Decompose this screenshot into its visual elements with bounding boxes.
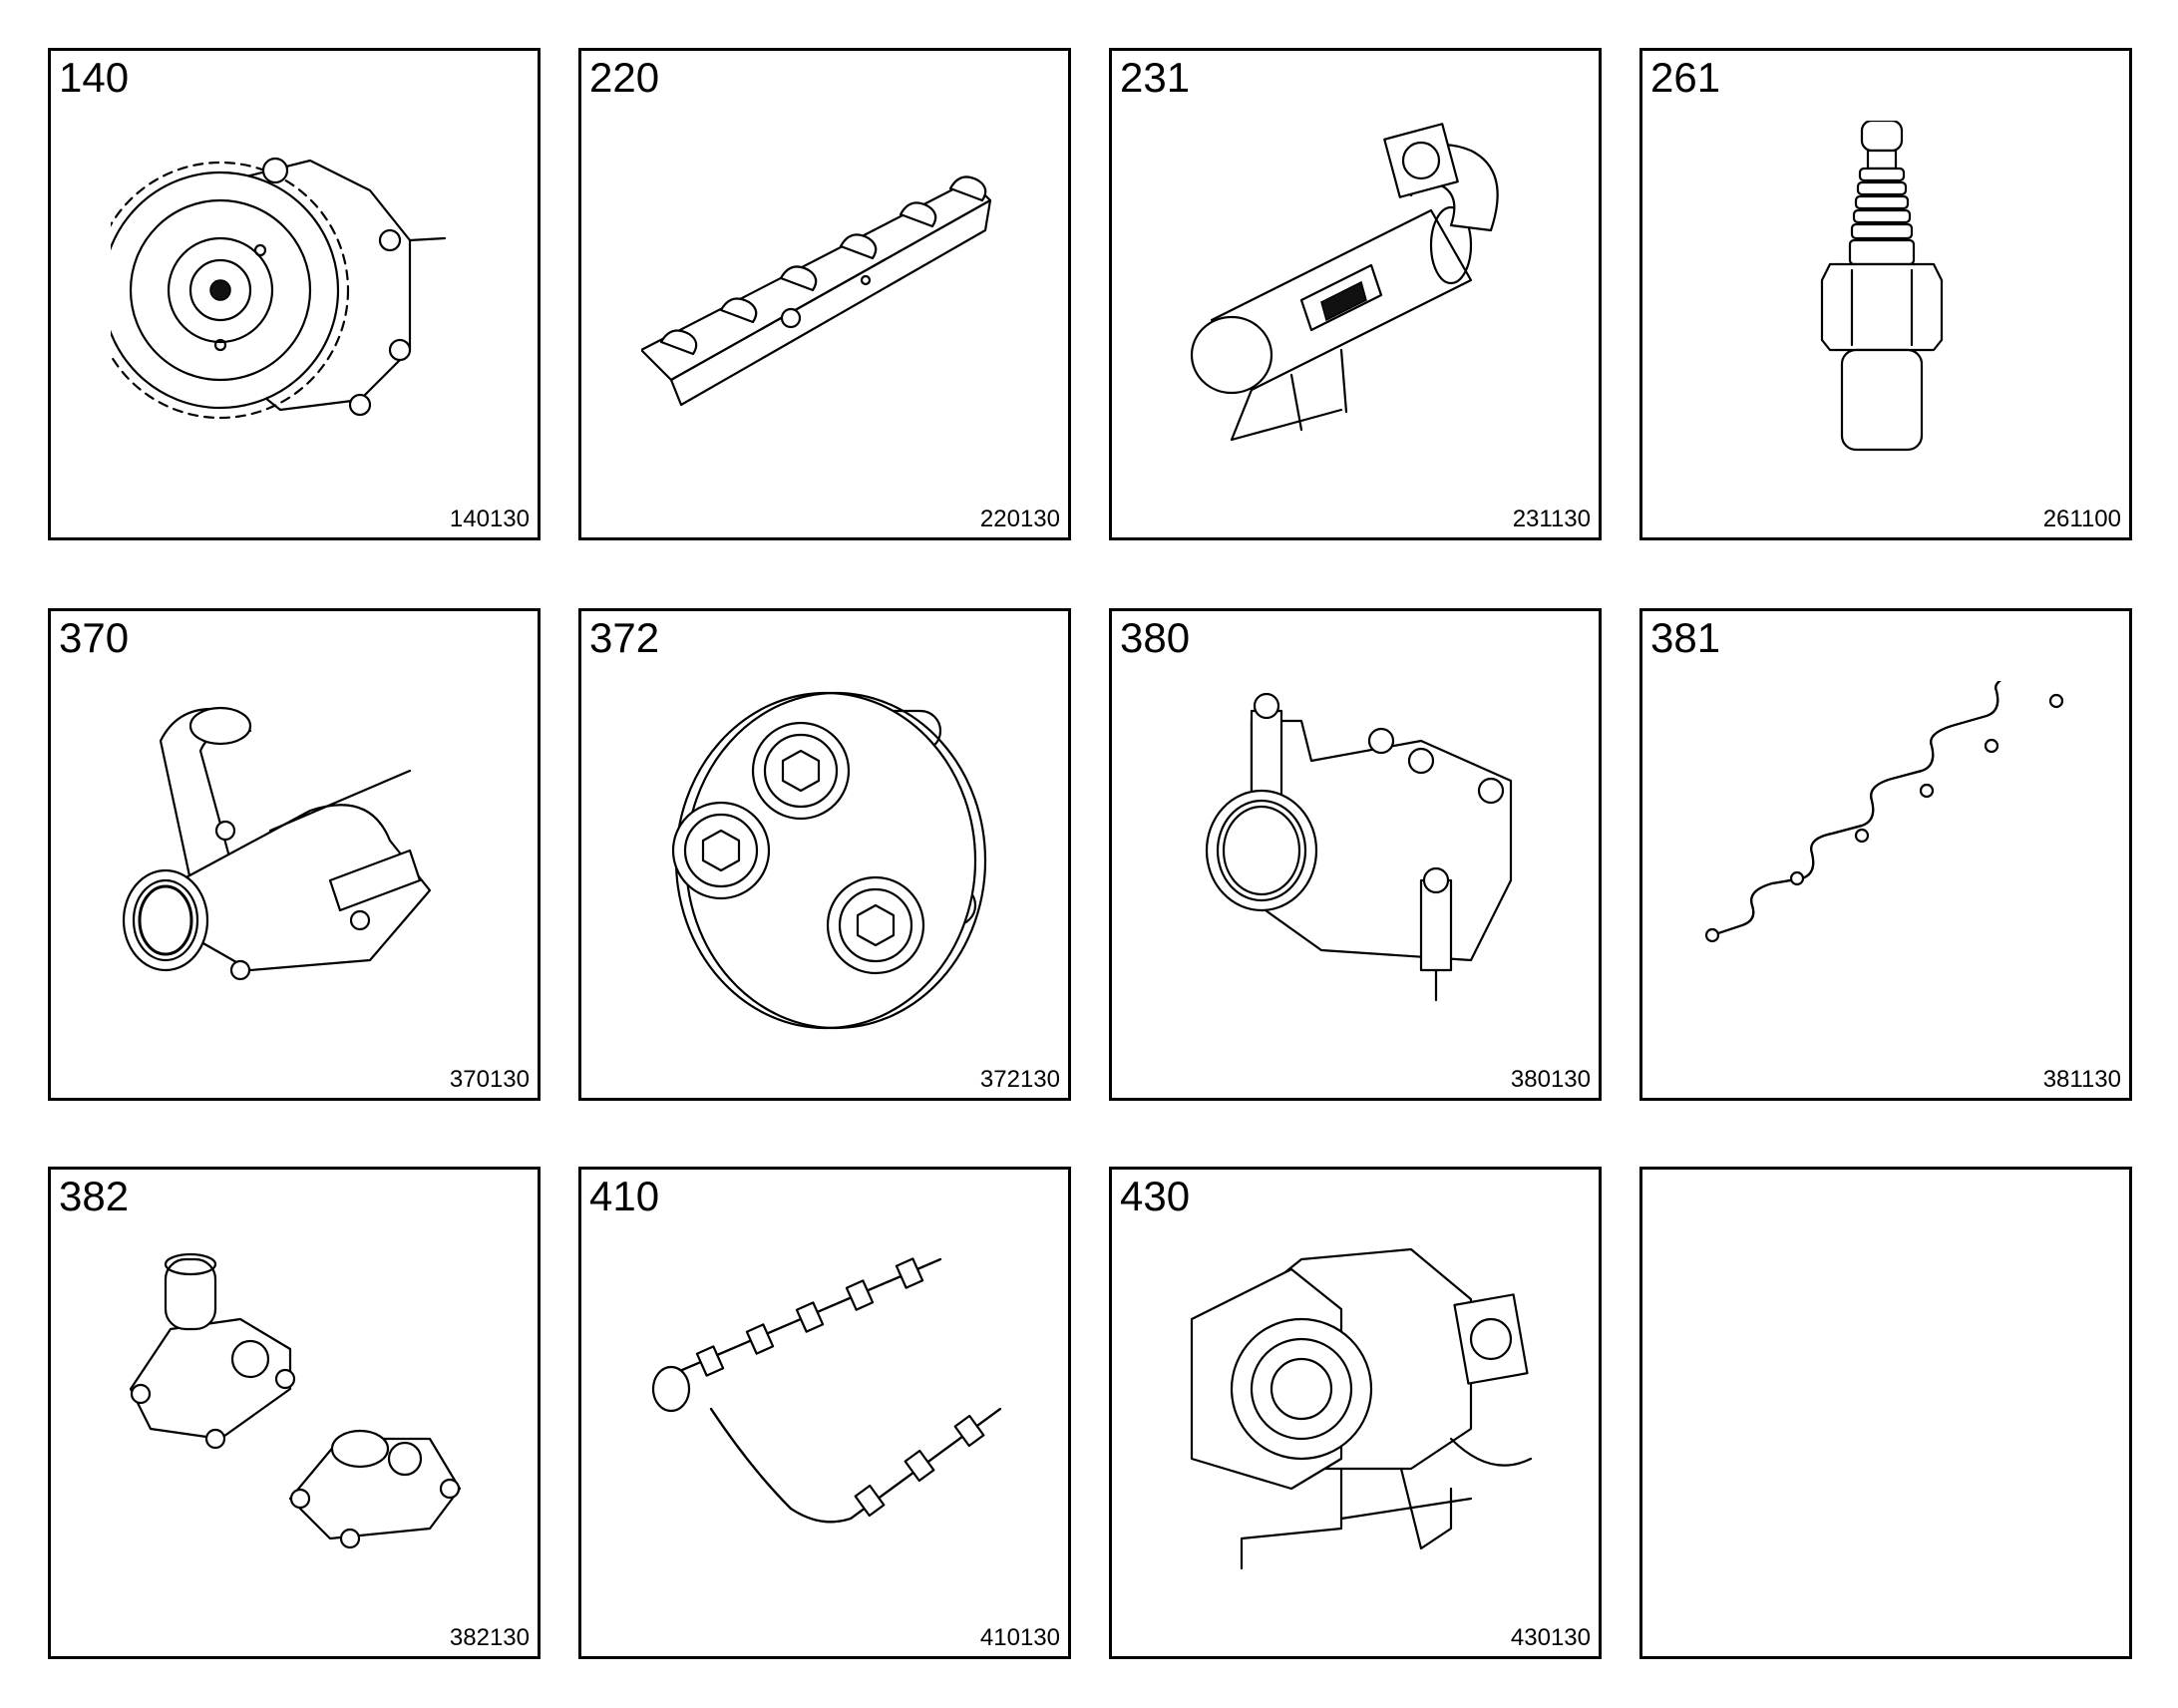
figure-code: 372130 [979, 1066, 1060, 1093]
sensor-plug-icon [1702, 121, 2069, 470]
panel-381[interactable]: 381 381130 [1639, 608, 2132, 1101]
figure-code: 382130 [449, 1624, 530, 1651]
gear-pump-icon [111, 121, 478, 470]
thermostat-housing-icon [1172, 681, 1539, 1030]
panel-430[interactable]: 430 430130 [1109, 1167, 1602, 1659]
turbocharger-icon [1172, 1239, 1539, 1588]
figure-code: 261100 [2042, 506, 2121, 532]
group-number: 372 [589, 614, 660, 661]
panel-220[interactable]: 220 220130 [578, 48, 1071, 540]
figure-code: 140130 [449, 506, 530, 532]
group-number: 370 [59, 614, 130, 661]
figure-code: 380130 [1510, 1066, 1591, 1093]
group-number: 261 [1650, 54, 1721, 101]
panel-380[interactable]: 380 380130 [1109, 608, 1602, 1101]
panel-140[interactable]: 140 140130 [48, 48, 541, 540]
figure-code: 220130 [979, 506, 1060, 532]
panel-372[interactable]: 372 372130 [578, 608, 1071, 1101]
group-number: 231 [1120, 54, 1191, 101]
group-number: 382 [59, 1173, 130, 1219]
panel-382[interactable]: 382 382130 [48, 1167, 541, 1659]
panel-410[interactable]: 410 410130 [578, 1167, 1071, 1659]
exhaust-pipe-cooler-icon [1172, 121, 1539, 470]
group-number: 220 [589, 54, 660, 101]
filter-heads-icon [111, 1239, 478, 1588]
figure-code: 430130 [1510, 1624, 1591, 1651]
figure-code: 370130 [449, 1066, 530, 1093]
panel-370[interactable]: 370 370130 [48, 608, 541, 1101]
rocker-arm-assembly-icon [641, 121, 1008, 470]
panel-empty [1639, 1167, 2132, 1659]
exhaust-manifold-icon [641, 1239, 1008, 1588]
figure-code: 410130 [979, 1624, 1060, 1651]
figure-code: 231130 [1512, 506, 1591, 532]
group-number: 410 [589, 1173, 660, 1219]
group-number: 381 [1650, 614, 1721, 661]
panel-231[interactable]: 231 231130 [1109, 48, 1602, 540]
figure-code: 381130 [2042, 1066, 2121, 1093]
coolant-pipe-housing-icon [111, 681, 478, 1030]
injection-line-icon [1702, 681, 2069, 1030]
group-number: 140 [59, 54, 130, 101]
group-number: 380 [1120, 614, 1191, 661]
panel-261[interactable]: 261 261100 [1639, 48, 2132, 540]
group-number: 430 [1120, 1173, 1191, 1219]
flange-bolts-icon [641, 681, 1008, 1030]
